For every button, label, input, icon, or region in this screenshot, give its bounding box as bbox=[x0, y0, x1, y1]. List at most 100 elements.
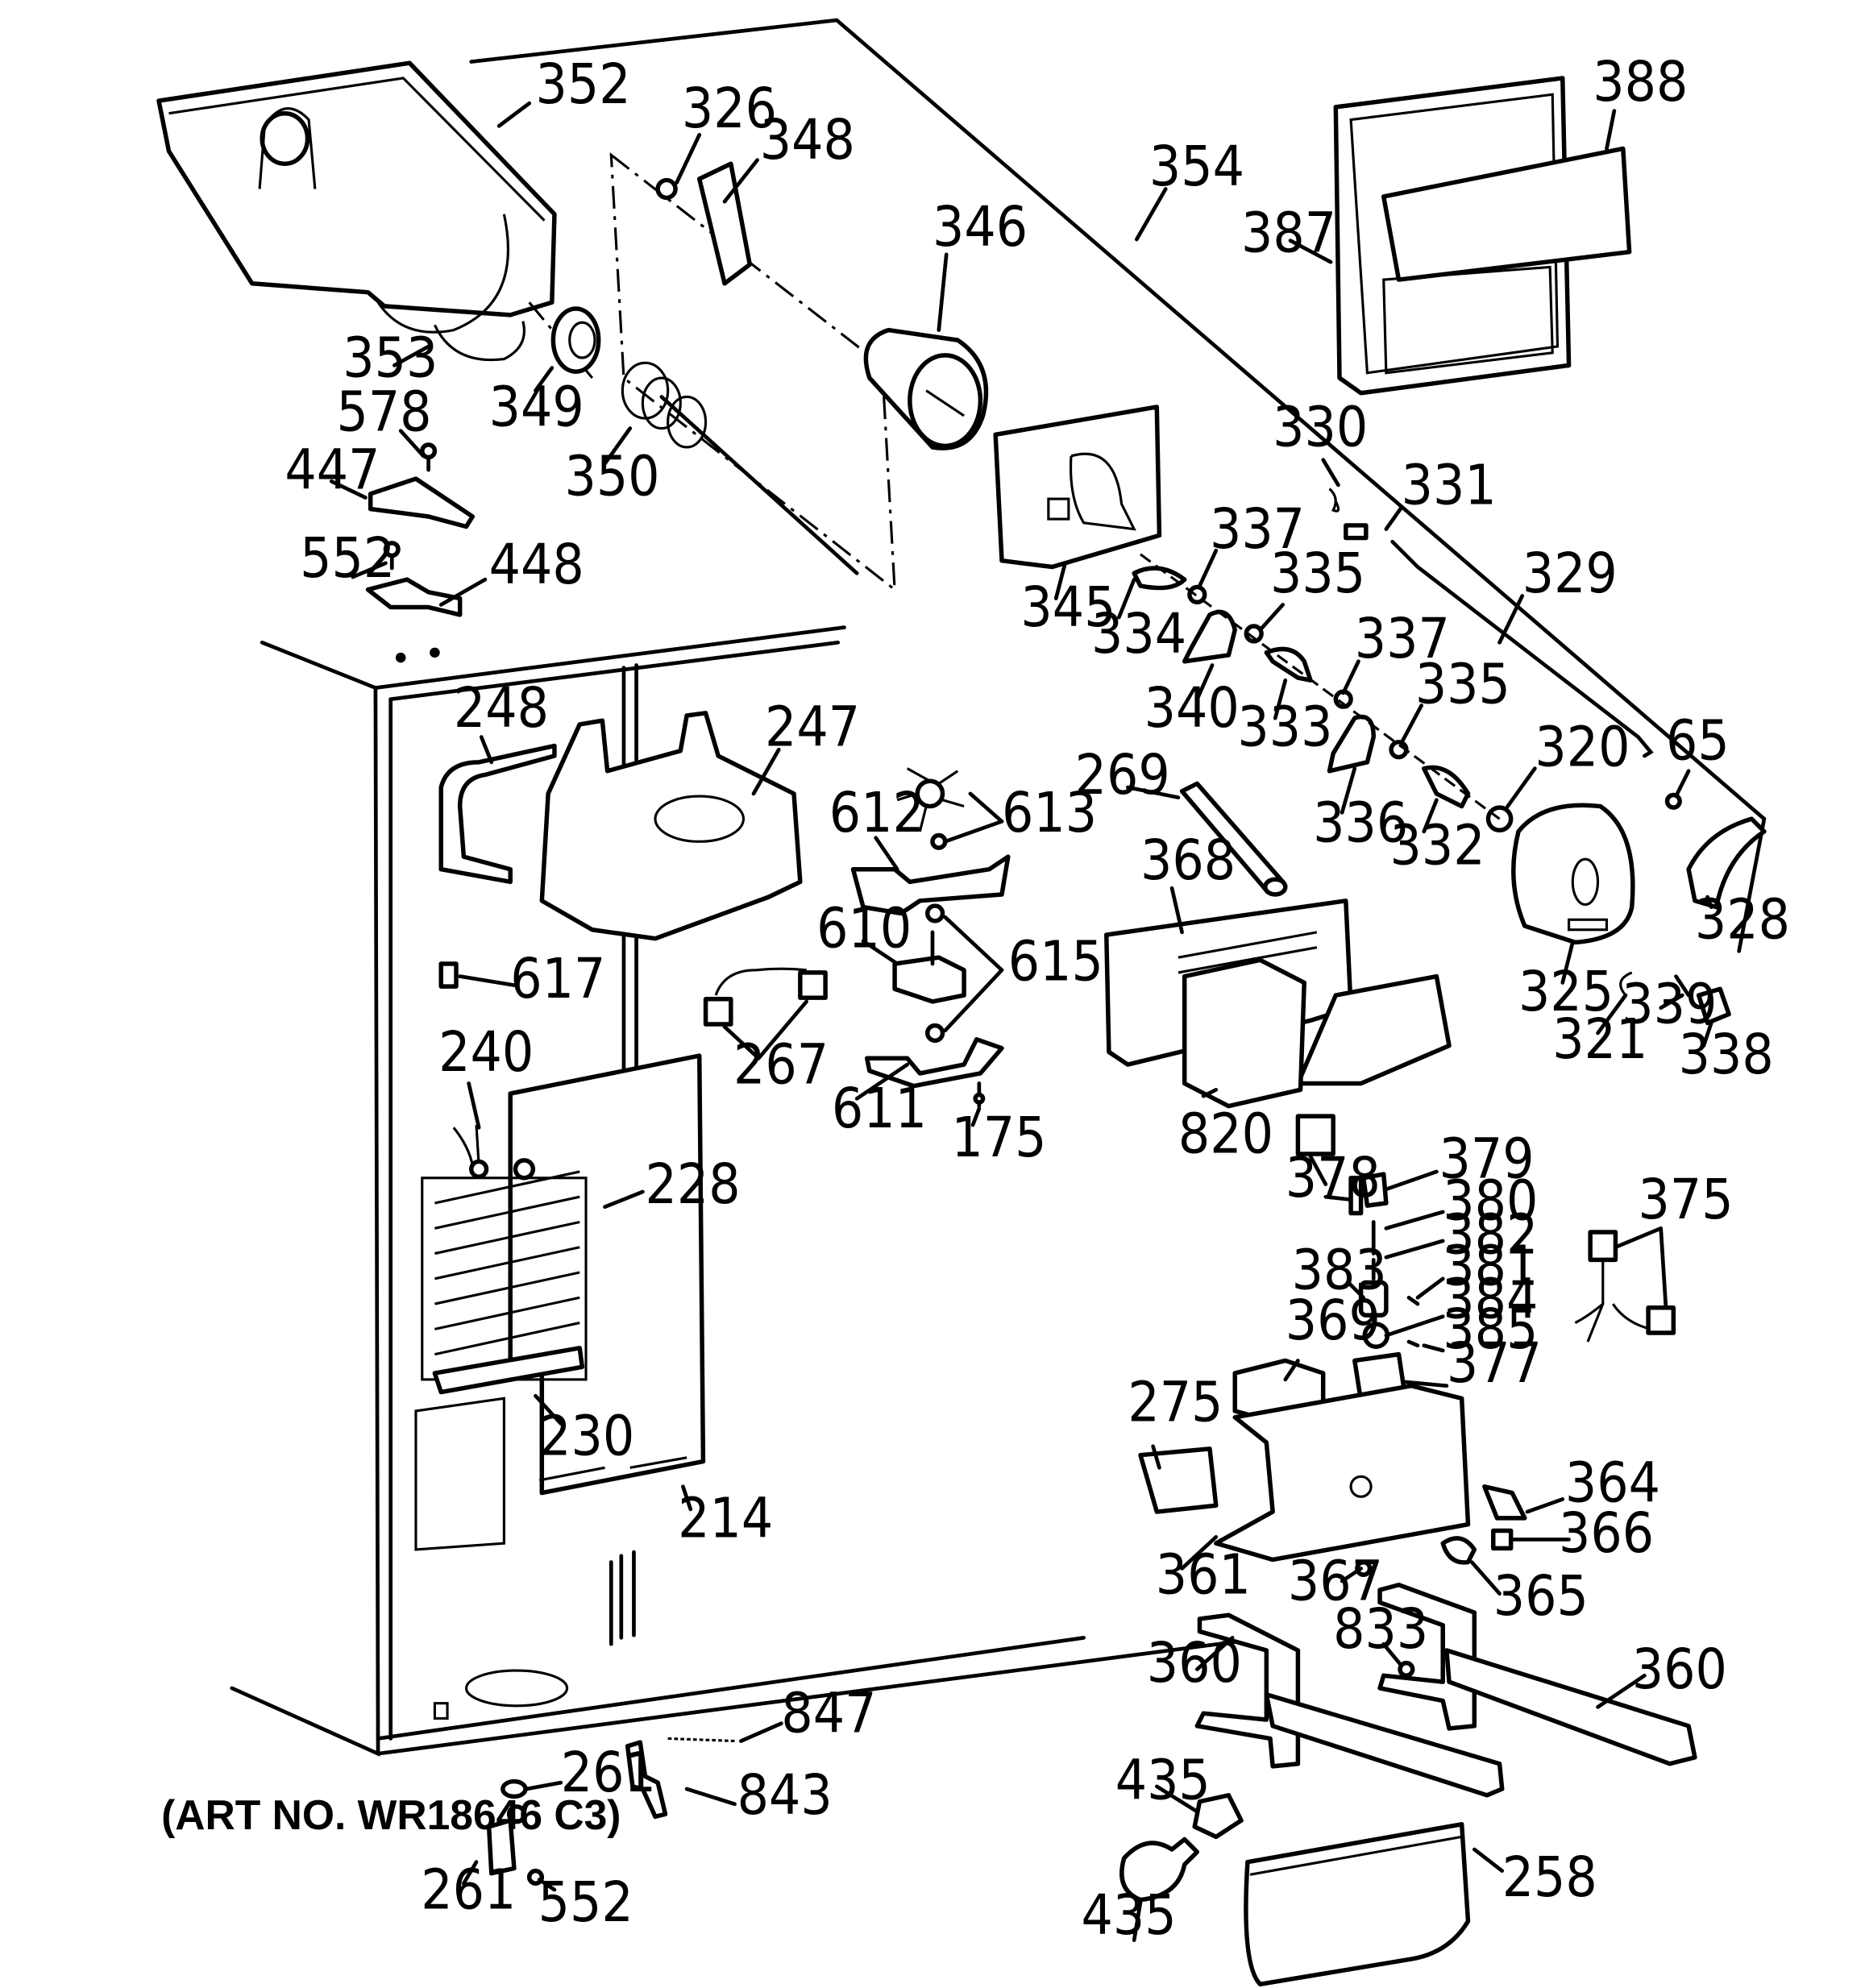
label-214[interactable]: 214 bbox=[678, 1486, 773, 1550]
label-340[interactable]: 340 bbox=[1144, 676, 1240, 741]
part-435-socket bbox=[1192, 1793, 1244, 1840]
part-379-bracket bbox=[1360, 1172, 1389, 1208]
part-335-washer-a bbox=[1244, 624, 1264, 644]
part-364-switch bbox=[1482, 1484, 1527, 1521]
label-383[interactable]: 383 bbox=[1292, 1238, 1387, 1302]
label-348[interactable]: 348 bbox=[760, 108, 855, 172]
label-175[interactable]: 175 bbox=[951, 1106, 1046, 1170]
label-350[interactable]: 350 bbox=[564, 444, 659, 508]
label-333[interactable]: 333 bbox=[1237, 695, 1332, 760]
leader-lines bbox=[329, 101, 1713, 1942]
label-338[interactable]: 338 bbox=[1679, 1023, 1774, 1087]
label-447[interactable]: 447 bbox=[285, 438, 380, 503]
part-275-cover bbox=[1138, 1446, 1219, 1514]
label-435-bulb[interactable]: 435 bbox=[1081, 1883, 1176, 1948]
label-847[interactable]: 847 bbox=[781, 1682, 876, 1746]
label-329[interactable]: 329 bbox=[1522, 542, 1618, 606]
label-610[interactable]: 610 bbox=[816, 897, 912, 961]
label-382[interactable]: 382 bbox=[1443, 1203, 1538, 1268]
label-275[interactable]: 275 bbox=[1128, 1370, 1223, 1434]
part-321-clip bbox=[1619, 971, 1633, 997]
label-248[interactable]: 248 bbox=[454, 676, 549, 741]
label-230[interactable]: 230 bbox=[539, 1405, 634, 1469]
label-385[interactable]: 385 bbox=[1443, 1297, 1538, 1362]
label-65[interactable]: 65 bbox=[1666, 709, 1730, 774]
part-361-bracket bbox=[1214, 1383, 1471, 1563]
label-261-bottom[interactable]: 261 bbox=[421, 1858, 516, 1923]
part-385-pin bbox=[1406, 1339, 1420, 1348]
label-337-top[interactable]: 337 bbox=[1210, 497, 1305, 562]
label-349[interactable]: 349 bbox=[489, 375, 584, 439]
label-381[interactable]: 381 bbox=[1443, 1235, 1538, 1299]
label-611[interactable]: 611 bbox=[832, 1077, 927, 1141]
label-336[interactable]: 336 bbox=[1313, 791, 1408, 855]
part-349-bearing bbox=[550, 306, 601, 374]
label-388[interactable]: 388 bbox=[1593, 50, 1688, 114]
label-379[interactable]: 379 bbox=[1439, 1127, 1535, 1192]
label-328[interactable]: 328 bbox=[1695, 888, 1790, 952]
label-380[interactable]: 380 bbox=[1443, 1168, 1538, 1233]
label-240[interactable]: 240 bbox=[438, 1020, 534, 1085]
part-331-clip bbox=[1344, 523, 1369, 541]
label-448[interactable]: 448 bbox=[489, 533, 584, 597]
label-367[interactable]: 367 bbox=[1288, 1549, 1383, 1613]
label-267[interactable]: 267 bbox=[733, 1033, 829, 1098]
label-330[interactable]: 330 bbox=[1273, 395, 1368, 459]
label-364[interactable]: 364 bbox=[1565, 1451, 1660, 1516]
label-384[interactable]: 384 bbox=[1443, 1267, 1538, 1331]
label-269[interactable]: 269 bbox=[1075, 743, 1170, 807]
label-552-bottom[interactable]: 552 bbox=[538, 1870, 633, 1935]
label-334[interactable]: 334 bbox=[1091, 602, 1186, 666]
label-387[interactable]: 387 bbox=[1241, 201, 1336, 266]
label-366[interactable]: 366 bbox=[1559, 1501, 1654, 1566]
label-552-top[interactable]: 552 bbox=[300, 526, 395, 591]
label-435-socket[interactable]: 435 bbox=[1115, 1748, 1211, 1812]
label-375[interactable]: 375 bbox=[1639, 1168, 1734, 1232]
label-326[interactable]: 326 bbox=[682, 77, 777, 141]
label-361[interactable]: 361 bbox=[1156, 1543, 1251, 1608]
label-378[interactable]: 378 bbox=[1286, 1146, 1381, 1210]
label-332[interactable]: 332 bbox=[1390, 813, 1485, 878]
label-353[interactable]: 353 bbox=[343, 326, 438, 390]
label-368[interactable]: 368 bbox=[1140, 828, 1236, 893]
label-346[interactable]: 346 bbox=[932, 195, 1028, 259]
part-240-sensor bbox=[452, 1124, 536, 1181]
label-228[interactable]: 228 bbox=[646, 1152, 741, 1217]
label-360-left[interactable]: 360 bbox=[1147, 1631, 1242, 1695]
label-325[interactable]: 325 bbox=[1518, 960, 1614, 1024]
label-377[interactable]: 377 bbox=[1447, 1331, 1542, 1396]
part-448-plate bbox=[365, 577, 463, 617]
label-335-top[interactable]: 335 bbox=[1270, 542, 1365, 606]
label-820[interactable]: 820 bbox=[1178, 1102, 1273, 1166]
label-365[interactable]: 365 bbox=[1493, 1564, 1589, 1629]
label-345[interactable]: 345 bbox=[1020, 575, 1115, 640]
label-615[interactable]: 615 bbox=[1008, 929, 1103, 994]
label-321[interactable]: 321 bbox=[1552, 1007, 1647, 1072]
part-613-fan bbox=[896, 767, 965, 850]
part-833-screw bbox=[1398, 1660, 1415, 1679]
label-612[interactable]: 612 bbox=[829, 781, 924, 845]
label-354[interactable]: 354 bbox=[1149, 135, 1244, 199]
part-269-tube bbox=[1179, 781, 1288, 897]
part-326-washer bbox=[655, 177, 678, 201]
part-383-sleeve bbox=[1358, 1280, 1389, 1318]
part-611-bracket bbox=[864, 1037, 1004, 1089]
label-261-top[interactable]: 261 bbox=[561, 1741, 656, 1805]
label-339[interactable]: 339 bbox=[1622, 972, 1717, 1036]
part-340-cam bbox=[1182, 609, 1237, 664]
label-613[interactable]: 613 bbox=[1002, 781, 1097, 845]
label-578[interactable]: 578 bbox=[336, 380, 431, 445]
label-335-mid[interactable]: 335 bbox=[1415, 652, 1510, 716]
label-833[interactable]: 833 bbox=[1333, 1597, 1428, 1662]
label-369[interactable]: 369 bbox=[1286, 1289, 1381, 1353]
label-320[interactable]: 320 bbox=[1535, 716, 1630, 780]
label-617[interactable]: 617 bbox=[510, 947, 605, 1011]
label-352[interactable]: 352 bbox=[535, 52, 630, 117]
part-267-harness bbox=[703, 967, 828, 1027]
label-247[interactable]: 247 bbox=[765, 695, 860, 760]
label-258[interactable]: 258 bbox=[1502, 1845, 1597, 1910]
label-843[interactable]: 843 bbox=[737, 1763, 833, 1828]
label-337-mid[interactable]: 337 bbox=[1355, 607, 1450, 671]
label-360-right[interactable]: 360 bbox=[1632, 1637, 1727, 1702]
label-331[interactable]: 331 bbox=[1402, 453, 1497, 517]
